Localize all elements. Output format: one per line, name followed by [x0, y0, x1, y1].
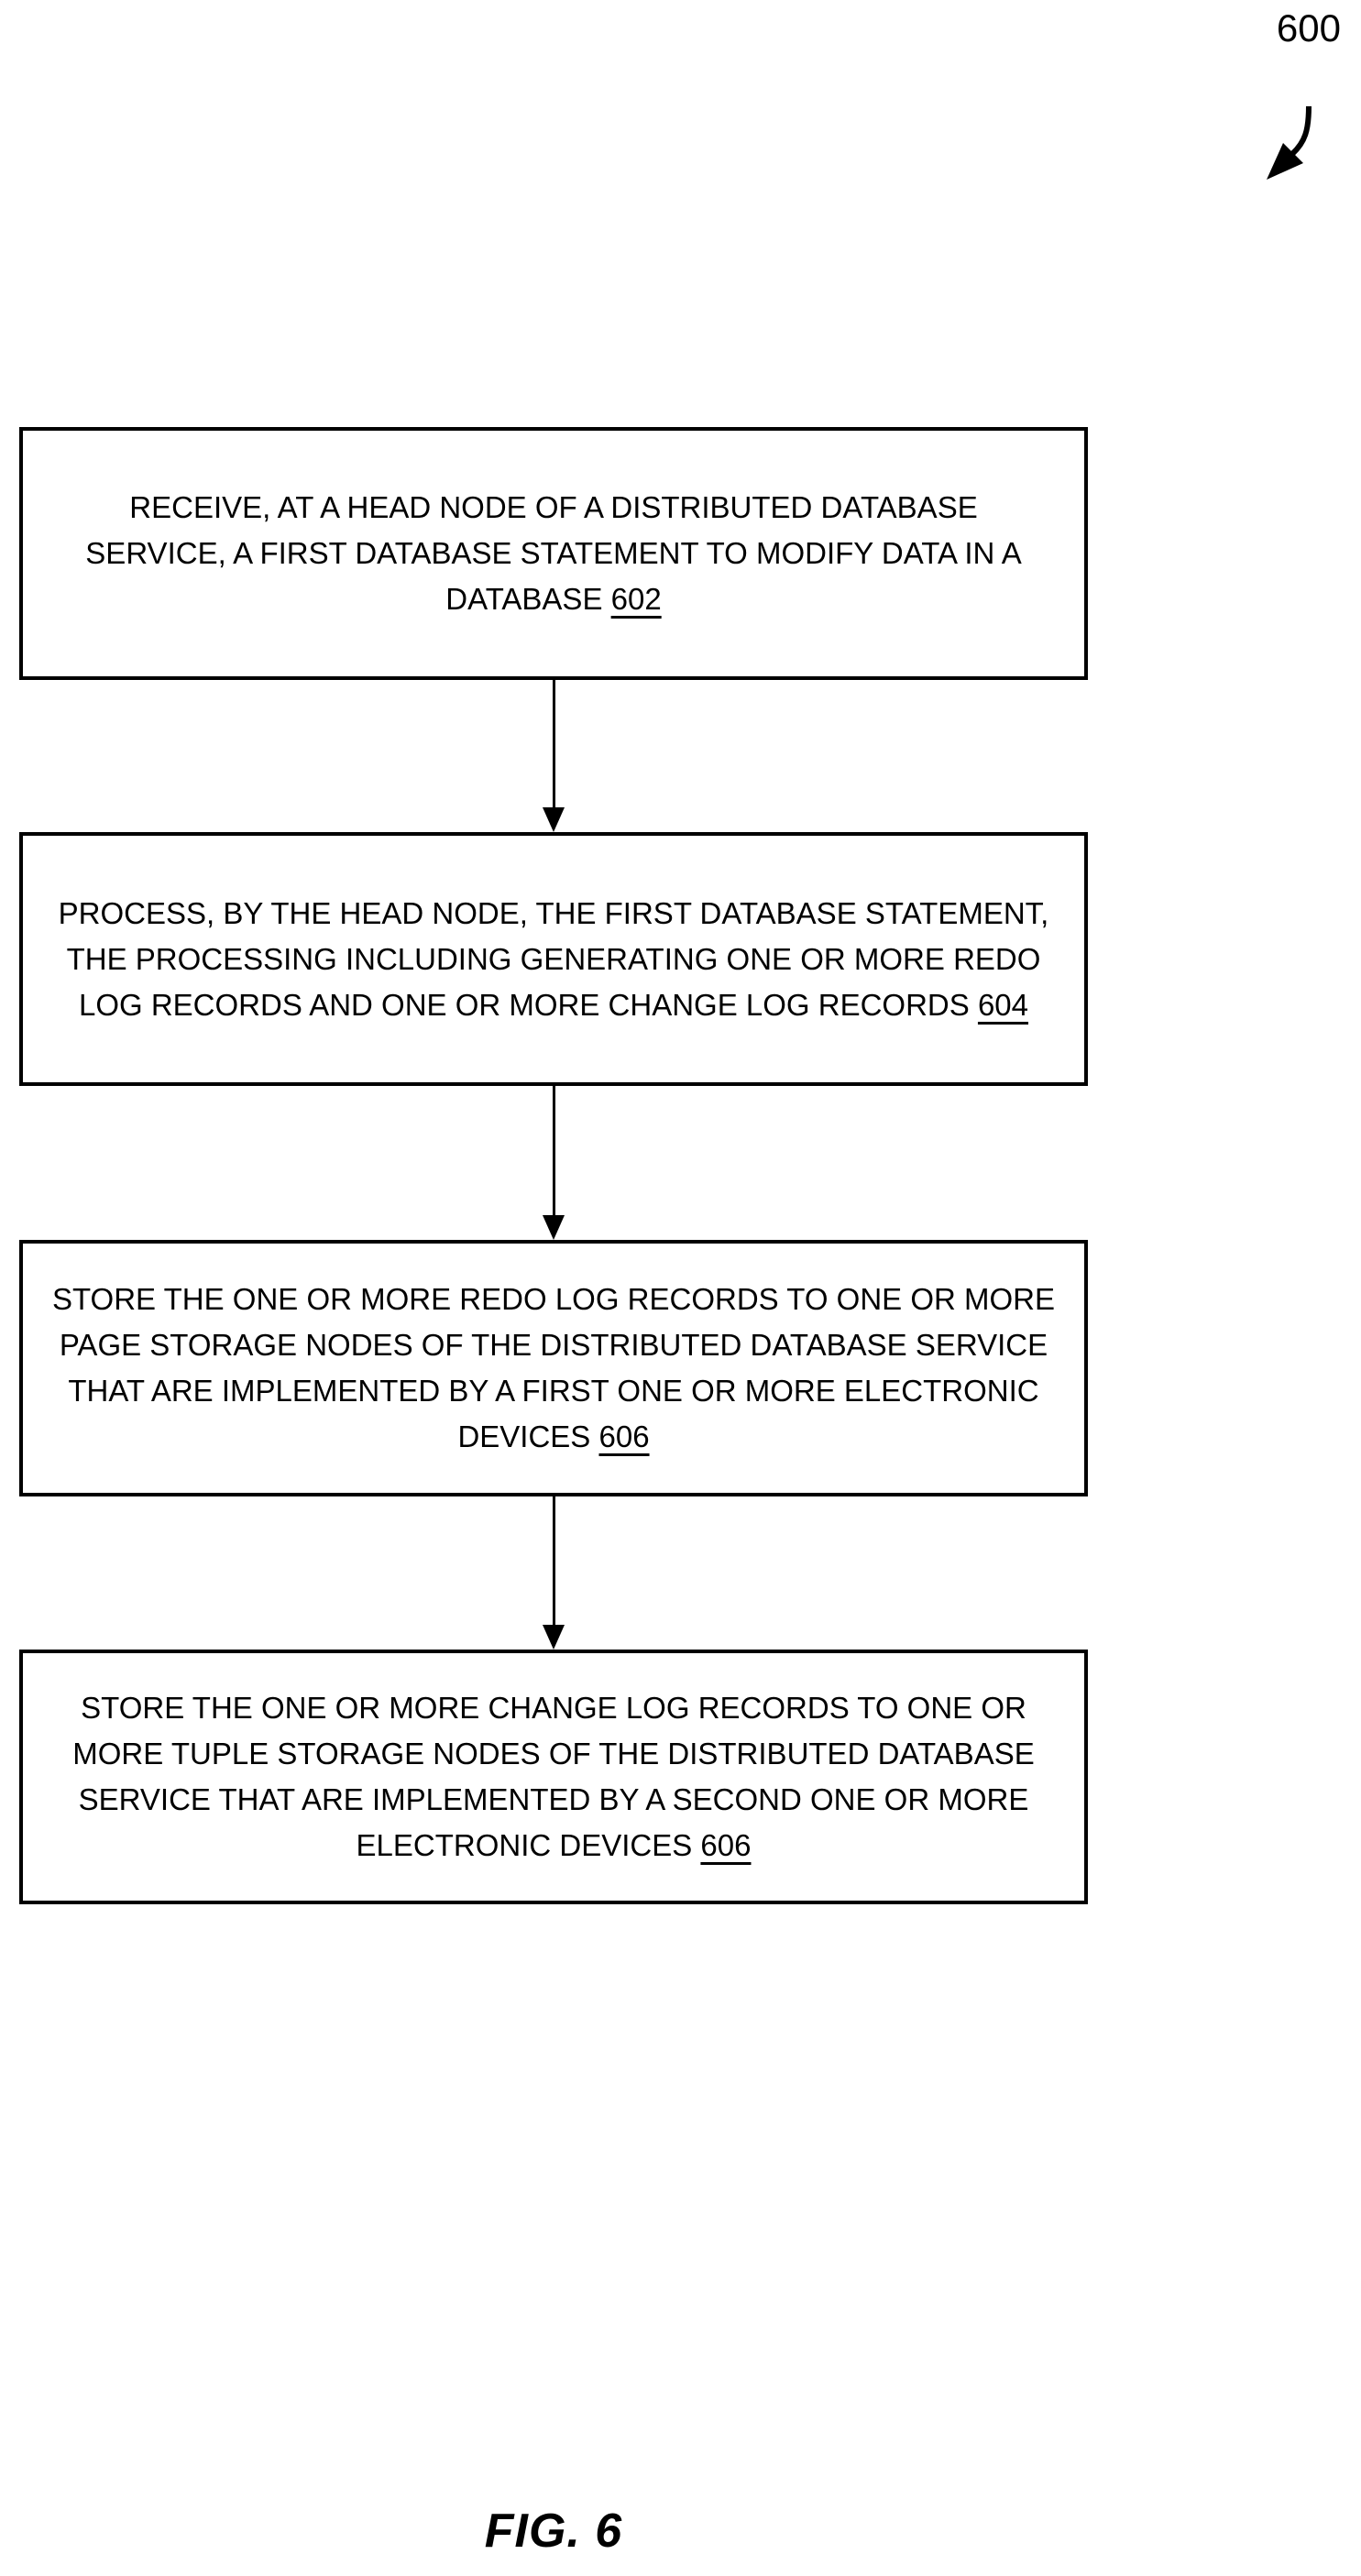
flow-step-box-receive: RECEIVE, AT A HEAD NODE OF A DISTRIBUTED… [19, 427, 1088, 680]
arrow-head-down-icon [543, 1215, 565, 1240]
flow-step-box-process: PROCESS, BY THE HEAD NODE, THE FIRST DAT… [19, 832, 1088, 1086]
reference-numeral: 602 [610, 582, 662, 616]
arrow-line [552, 1496, 555, 1625]
arrow-line [552, 680, 555, 807]
flow-step-text: STORE THE ONE OR MORE CHANGE LOG RECORDS… [72, 1691, 1035, 1862]
flow-connector-arrow-2 [543, 1086, 565, 1240]
reference-numeral: 606 [598, 1420, 650, 1453]
flow-connector-arrow-3 [543, 1496, 565, 1650]
figure-caption: FIG. 6 [484, 2505, 623, 2558]
flow-step-text: STORE THE ONE OR MORE REDO LOG RECORDS T… [51, 1282, 1056, 1453]
arrow-head-down-icon [543, 1625, 565, 1650]
figure-number-label: 600 [1276, 6, 1341, 49]
flow-step-box-store-redo: STORE THE ONE OR MORE REDO LOG RECORDS T… [19, 1240, 1088, 1496]
reference-numeral: 604 [977, 987, 1029, 1022]
curved-pointer-arrow-icon [1267, 105, 1312, 180]
arrow-head-down-icon [543, 807, 565, 832]
arrow-line [552, 1086, 555, 1215]
flow-step-box-store-change: STORE THE ONE OR MORE CHANGE LOG RECORDS… [19, 1650, 1088, 1904]
reference-numeral: 606 [700, 1828, 752, 1862]
flow-step-text: RECEIVE, AT A HEAD NODE OF A DISTRIBUTED… [85, 490, 1022, 616]
flow-connector-arrow-1 [543, 680, 565, 832]
flow-step-text: PROCESS, BY THE HEAD NODE, THE FIRST DAT… [58, 895, 1049, 1022]
